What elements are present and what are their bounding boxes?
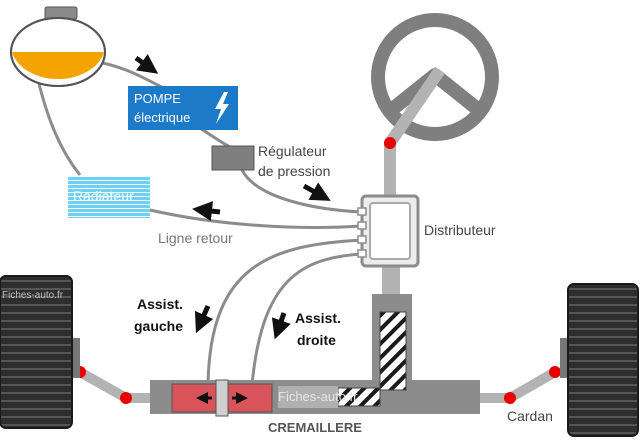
steering-column — [384, 66, 445, 196]
distributor-label: Distributeur — [424, 222, 496, 238]
pump-label-line2: électrique — [134, 110, 190, 125]
regulator-label-line1: Régulateur — [258, 143, 327, 159]
joint-tierod-left-inner — [120, 392, 132, 404]
arrow-icon — [192, 201, 221, 222]
radiator-label: Radiateur — [73, 188, 134, 204]
lightning-bolt-icon — [215, 92, 229, 124]
watermark-center: Fiches-auto.fr — [278, 389, 358, 404]
pipe-return-to-radiator — [149, 208, 363, 229]
joint-tierod-right-outer — [549, 366, 561, 378]
radiator: Radiateur — [68, 176, 150, 218]
flow-arrows — [134, 54, 331, 340]
arrow-icon — [194, 304, 214, 334]
wheel-left — [0, 275, 80, 429]
assist-chambers — [171, 379, 273, 417]
pipe-reservoir-to-pump — [97, 60, 169, 92]
wheel-right — [560, 283, 639, 437]
assist-right-label-line2: droite — [297, 332, 336, 348]
fluid-reservoir — [10, 6, 106, 87]
arrow-icon — [302, 182, 331, 201]
assist-left-label-line2: gauche — [134, 318, 183, 334]
watermark-left: Fiches-auto.fr — [2, 290, 64, 301]
rack-label: CREMAILLERE — [268, 420, 362, 435]
pipe-pump-to-regulator — [199, 126, 233, 150]
pressure-regulator: Régulateur de pression — [211, 143, 330, 179]
arrow-icon — [271, 312, 291, 340]
distributor: Distributeur — [357, 194, 496, 296]
electric-pump: POMPE électrique — [128, 86, 238, 130]
assist-left-label-line1: Assist. — [137, 296, 183, 312]
assist-right-label-line1: Assist. — [295, 310, 341, 326]
return-line-label: Ligne retour — [158, 230, 233, 246]
pipe-assist-left — [206, 238, 363, 386]
pipe-reservoir-to-radiator — [36, 79, 82, 176]
arrow-icon — [134, 54, 159, 74]
pipes — [36, 60, 363, 386]
cardan-label: Cardan — [507, 408, 553, 424]
pump-label-line1: POMPE — [134, 91, 181, 106]
joint-column-upper — [384, 137, 396, 149]
pipe-assist-right — [250, 252, 363, 386]
pipe-regulator-to-distributor — [240, 169, 363, 214]
regulator-label-line2: de pression — [258, 163, 330, 179]
joint-tierod-right-inner — [504, 392, 516, 404]
